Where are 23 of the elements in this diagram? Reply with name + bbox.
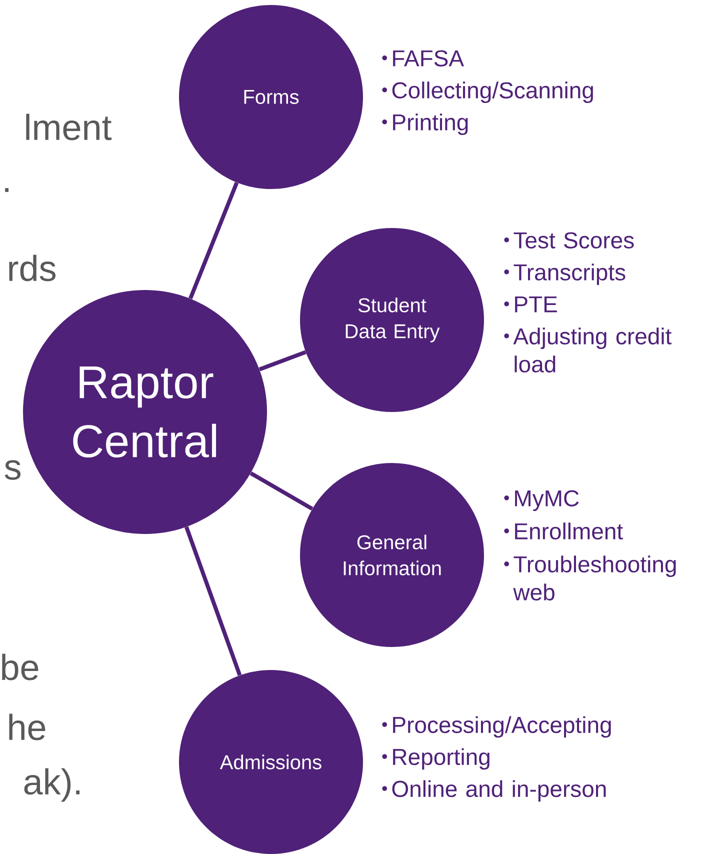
bullet-item: PTE: [504, 296, 557, 312]
text-fragment: .: [5, 188, 8, 192]
bullet-item: Enrollment: [504, 522, 623, 540]
text-fragment: be: [2, 654, 38, 680]
bullet-item: FAFSA: [382, 50, 464, 66]
text-fragment: he: [9, 714, 46, 740]
bullet-item: Online and in-person: [382, 780, 606, 802]
connector-line: [258, 350, 306, 372]
bullet-item: Transcripts: [504, 264, 626, 286]
text-fragment: rds: [9, 254, 56, 282]
text-fragment: lment: [26, 114, 112, 140]
text-fragment: ak).: [24, 768, 80, 802]
bullet-item: Printing: [382, 114, 468, 136]
bullet-item: Reporting: [382, 748, 490, 770]
bullet-item: MyMC: [504, 490, 579, 512]
connector-line: [184, 526, 242, 676]
bullet-item: Adjusting credit load: [504, 328, 672, 372]
connector-line: [250, 472, 314, 511]
connector-line: [188, 182, 239, 300]
bullet-item: Test Scores: [504, 232, 634, 248]
bullet-item: Processing/Accepting: [382, 716, 611, 738]
bullet-item: Collecting/Scanning: [382, 82, 593, 104]
bullet-item: Troubleshooting web: [504, 556, 676, 600]
